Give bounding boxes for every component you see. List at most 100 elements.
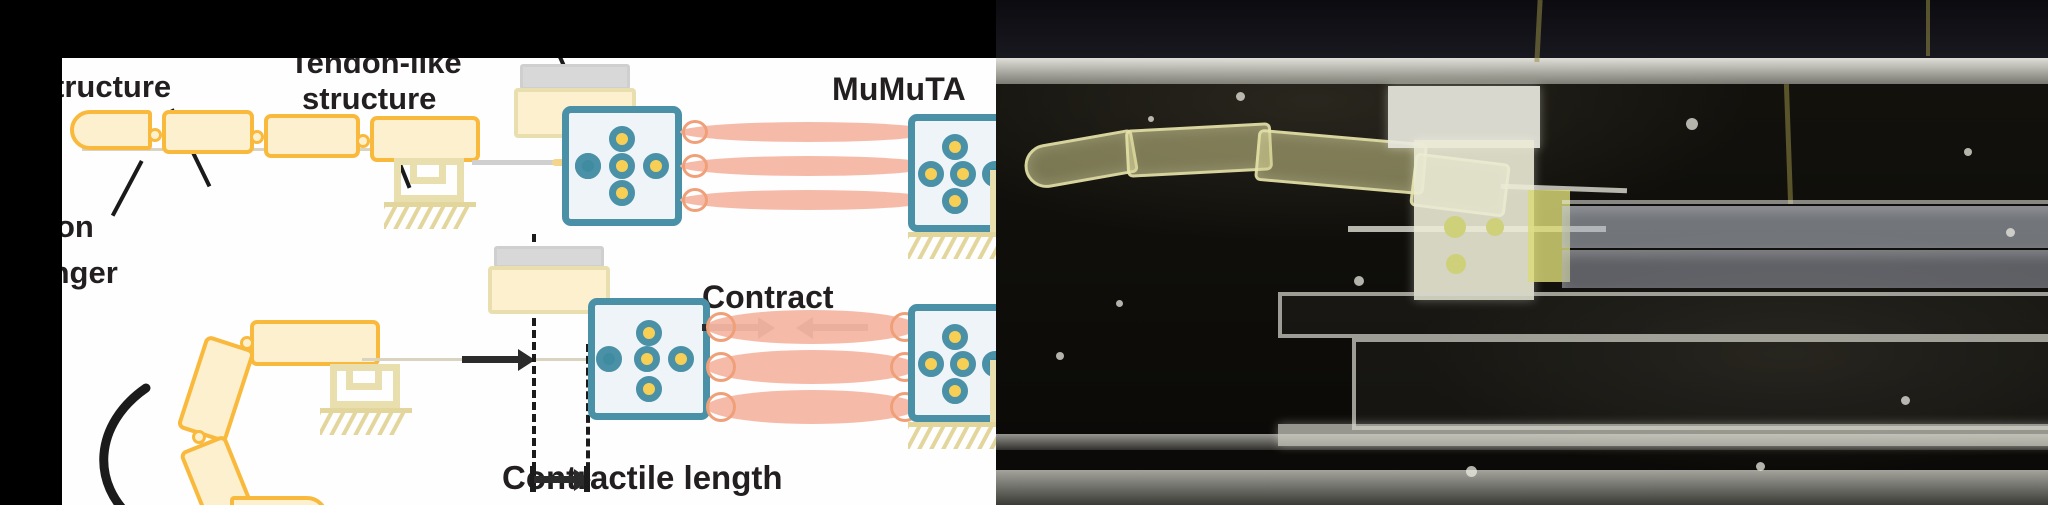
bubble-3	[1964, 148, 1972, 156]
bubble-12	[1901, 396, 1910, 405]
ground-bar-bottom-finger	[320, 408, 412, 413]
bone-joint-1-top	[148, 128, 162, 142]
bone-joint-3-top	[356, 134, 370, 148]
bone-segment-middle-top	[162, 110, 254, 154]
bone-joint-2-bottom	[192, 430, 206, 444]
bone-segment-distal-bottom	[230, 496, 328, 505]
fiber-node-left-1-bottom	[706, 312, 736, 342]
module-dot-w-right-bottom	[918, 351, 944, 377]
muscle-fiber-2-top	[680, 156, 936, 176]
anchor-left-dot-2	[1486, 218, 1504, 236]
bubble-6	[1148, 116, 1154, 122]
module-dot-e-left-top	[643, 153, 669, 179]
module-dot-s-right-bottom	[942, 378, 968, 404]
muscle-fiber-3-top	[680, 190, 936, 210]
actuation-arrow-line	[462, 356, 520, 363]
actuation-arrow-head	[518, 349, 535, 371]
chamber-crack-3	[1926, 0, 1930, 56]
chamber-base-rail	[1278, 424, 2048, 446]
module-dot-n-left-bottom	[636, 320, 662, 346]
fiber-node-left-3-bottom	[706, 392, 736, 422]
chamber-support-window	[1352, 338, 2048, 430]
module-dot-e-left-bottom	[668, 346, 694, 372]
bone-segment-base-bottom	[250, 320, 380, 366]
muscle-fiber-2-bottom	[706, 350, 918, 384]
module-dot-c-right-bottom	[950, 351, 976, 377]
module-dot-n-right-bottom	[942, 324, 968, 350]
ground-hatch-right-bottom	[908, 427, 996, 449]
module-dot-n-left-top	[609, 126, 635, 152]
module-dot-c-right-top	[950, 161, 976, 187]
finger-fixture-inner-bottom	[346, 364, 382, 390]
label-device-name: MuMuTA	[832, 71, 966, 107]
ground-bar-top	[384, 202, 476, 207]
muscle-tissue-strip-upper	[1562, 206, 2048, 248]
bone-segment-proximal-top	[264, 114, 360, 158]
label-tendon-like-line1: Tendon-like	[290, 58, 462, 80]
bubble-16	[1756, 462, 1765, 471]
upper-dark-band	[996, 0, 2048, 58]
dash-guide-left	[532, 234, 536, 482]
dimension-tick-left	[530, 466, 536, 492]
ground-hatch-right-top	[908, 237, 996, 259]
bottom-floor-band	[996, 470, 2048, 505]
bone-segment-middle-bottom	[178, 433, 260, 505]
label-tendon-like-line2: structure	[302, 81, 437, 116]
muscle-fiber-bundle-top	[680, 106, 936, 228]
dimension-tick-right	[584, 466, 590, 492]
bend-direction-arrow	[99, 383, 151, 505]
bubble-4	[1354, 276, 1364, 286]
module-dot-s-left-top	[609, 180, 635, 206]
module-dot-s-left-bottom	[636, 376, 662, 402]
muscle-fiber-3-bottom	[706, 390, 918, 424]
cassette-top	[520, 64, 630, 90]
clamp-upper-left	[1388, 86, 1540, 148]
anchor-post-right-top	[990, 170, 996, 232]
fiber-node-left-3-top	[682, 188, 708, 212]
leader-line-based-on	[110, 160, 144, 217]
bubble-1	[1236, 92, 1245, 101]
label-based-on-finger-line2: inger	[62, 255, 118, 290]
bubble-15	[1466, 466, 1477, 477]
anchor-left-dot-1	[1444, 216, 1466, 238]
bubble-2	[1686, 118, 1698, 130]
muscle-tissue-strip-lower	[1562, 250, 2048, 288]
finger-fixture-inner-top	[410, 158, 446, 184]
bubble-11	[1056, 352, 1064, 360]
bone-joint-2-top	[250, 130, 264, 144]
module-dot-c-left-bottom	[634, 346, 660, 372]
ground-bar-right-top	[908, 232, 996, 237]
left-schematic-panel: tructure on inger Tendon-like structure …	[62, 58, 996, 505]
module-dot-s-right-top	[942, 188, 968, 214]
muscle-fiber-1-bottom	[706, 310, 918, 344]
bone-segment-distal-top	[70, 110, 152, 150]
fiber-node-left-2-bottom	[706, 352, 736, 382]
bubble-7	[2006, 228, 2015, 237]
anchor-block-left	[1414, 140, 1534, 300]
ground-bar-right-bottom	[908, 422, 996, 427]
label-contract: Contract	[702, 279, 834, 315]
module-dot-center-active-left-top	[575, 153, 601, 179]
ground-hatch-top	[384, 207, 476, 229]
finger-mid-segment	[1124, 122, 1274, 178]
muscle-fiber-bundle-bottom	[706, 302, 920, 426]
module-dot-w-right-top	[918, 161, 944, 187]
right-photograph-panel	[996, 0, 2048, 505]
label-bone-structure: tructure	[62, 69, 172, 104]
fiber-node-left-1-top	[682, 120, 708, 144]
bone-segment-base-top	[370, 116, 480, 162]
bubble-5	[1116, 300, 1123, 307]
dimension-line	[534, 476, 582, 483]
cassette-bottom	[494, 246, 604, 268]
culture-chamber-frame	[1278, 292, 2048, 338]
bone-segment-proximal-bottom	[176, 334, 256, 444]
module-dot-n-right-top	[942, 134, 968, 160]
muscle-edge-highlight	[1562, 200, 2048, 204]
liquid-surface-band	[996, 58, 2048, 84]
module-dot-c-left-top	[609, 153, 635, 179]
fiber-node-left-2-top	[682, 154, 708, 178]
tendon-wire-top	[472, 160, 590, 165]
anchor-left-dot-3	[1446, 254, 1466, 274]
finger-axis-line-top	[82, 148, 432, 151]
